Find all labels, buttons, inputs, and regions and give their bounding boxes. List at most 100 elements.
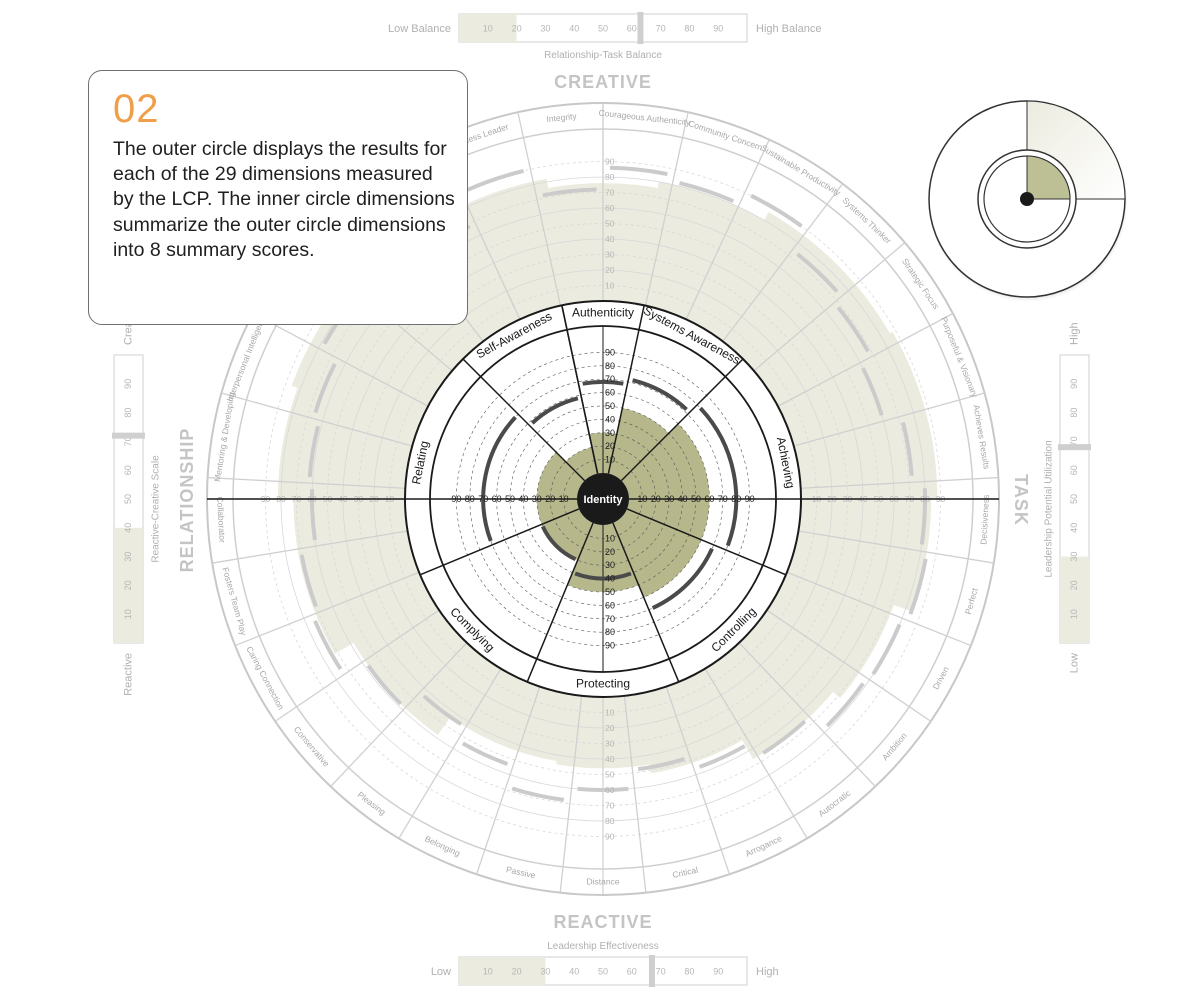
inner-score-mark [651, 547, 714, 610]
reactive-creative-bar-tick: 80 [123, 408, 133, 418]
outer-spoke [252, 312, 429, 407]
reactive-creative-bar-tick: 60 [123, 465, 133, 475]
potential-utilization-bar-marker [1058, 444, 1091, 451]
inner-scale-tick: 60 [605, 600, 615, 610]
inner-scale-tick: 10 [559, 494, 569, 504]
inner-score-fill [608, 408, 669, 481]
outer-dimension-label: Mentoring & Developing [212, 391, 237, 482]
outer-spoke [793, 392, 985, 447]
outer-score-mark [609, 165, 668, 176]
reactive-creative-bar-tick: 10 [123, 609, 133, 619]
outer-scale-tick: 80 [605, 172, 615, 182]
outer-score-mark [637, 756, 686, 772]
outer-score-mark [908, 558, 928, 615]
inner-scale-tick: 30 [605, 560, 615, 570]
inner-scale-tick: 90 [745, 494, 755, 504]
effectiveness-bar-tick: 60 [627, 967, 637, 977]
outer-spoke [221, 392, 413, 447]
outer-spoke [644, 112, 689, 306]
inner-scale-tick: 50 [605, 587, 615, 597]
outer-spoke [685, 139, 770, 320]
potential-utilization-bar-tick: 60 [1069, 465, 1079, 475]
inner-scale-tick: 80 [465, 494, 475, 504]
outer-spoke [798, 530, 994, 564]
outer-spoke [234, 571, 420, 647]
inner-scale-tick: 30 [605, 428, 615, 438]
balance-bar-tick: 90 [713, 24, 723, 34]
inner-scale-tick: 20 [651, 494, 661, 504]
inner-spoke [626, 508, 787, 576]
outer-score-mark [861, 367, 884, 416]
reactive-creative-bar-bottom-label: Reactive [122, 653, 134, 696]
inner-scale-tick: 10 [637, 494, 647, 504]
outer-spoke [777, 312, 954, 407]
outer-dimension-label: Critical [671, 865, 699, 880]
balance-bar-tick: 80 [684, 24, 694, 34]
outer-score-fill [774, 331, 938, 499]
balance-bar-marker [637, 12, 644, 44]
outer-score-fill [450, 661, 569, 762]
inner-scale-tick: 10 [605, 533, 615, 543]
outer-spoke [212, 530, 408, 564]
inner-scale-tick: 50 [505, 494, 515, 504]
outer-score-mark [366, 664, 403, 706]
outer-score-mark [762, 719, 807, 755]
effectiveness-bar-right-label: High [756, 966, 779, 978]
effectiveness-bar-tick: 40 [569, 967, 579, 977]
inner-scale-tick: 70 [605, 614, 615, 624]
effectiveness-bar-marker [648, 955, 655, 987]
outer-score-mark [836, 306, 870, 353]
reactive-creative-bar-tick: 90 [123, 379, 133, 389]
outer-dimension-label: Autocratic [816, 787, 853, 818]
balance-bar-tick: 70 [656, 24, 666, 34]
outer-scale-tick: 80 [605, 816, 615, 826]
outer-score-fill [702, 212, 890, 400]
outer-spoke [559, 695, 583, 893]
outer-scale-tick: 60 [605, 785, 615, 795]
outer-scale-tick: 60 [605, 203, 615, 213]
potential-utilization-bar-tick: 70 [1069, 436, 1079, 446]
outer-scale-tick: 30 [605, 250, 615, 260]
outer-score-mark [679, 181, 735, 203]
inner-scale-tick: 80 [605, 361, 615, 371]
outer-scale-tick: 20 [605, 723, 615, 733]
inner-spoke [462, 358, 586, 482]
balance-bar-tick: 40 [569, 24, 579, 34]
outer-score-mark [919, 488, 927, 545]
effectiveness-bar-tick: 90 [713, 967, 723, 977]
inner-spoke [419, 508, 580, 576]
inset-inner-sector [1026, 155, 1071, 200]
inner-scale-tick: 90 [605, 641, 615, 651]
inner-scale-tick: 10 [605, 455, 615, 465]
outer-dimension-label: Passive [505, 864, 536, 880]
inset-center-dot [1020, 192, 1034, 206]
inner-scale-tick: 40 [518, 494, 528, 504]
effectiveness-bar-left-label: Low [431, 966, 451, 978]
outer-dimension-label: Ambition [880, 730, 909, 762]
effectiveness-bar-tick: 30 [540, 967, 550, 977]
axis-label-task: TASK [1011, 474, 1031, 526]
reactive-creative-bar: 102030405060708090CreativeReactiveReacti… [112, 304, 162, 696]
inner-score-fill [565, 447, 598, 481]
outer-score-mark [461, 741, 509, 766]
outer-score-fill [637, 670, 743, 774]
effectiveness-bar-tick: 10 [483, 967, 493, 977]
inner-scale-tick: 80 [605, 627, 615, 637]
potential-utilization-bar-tick: 90 [1069, 379, 1079, 389]
potential-utilization-bar-tick: 30 [1069, 552, 1079, 562]
inner-score-mark [582, 379, 624, 386]
inset-diagram [928, 100, 1128, 302]
outer-scale-tick: 70 [605, 188, 615, 198]
outer-spoke [665, 686, 731, 875]
inner-score-mark [632, 378, 688, 411]
outer-dimension-label: Conservative [292, 724, 332, 768]
callout-number: 02 [113, 87, 160, 131]
outer-score-fill [293, 499, 432, 654]
outer-spoke [786, 571, 972, 647]
outer-spoke [475, 686, 541, 875]
callout-text: The outer circle displays the results fo… [113, 138, 455, 261]
outer-spoke [274, 609, 440, 722]
potential-utilization-bar-caption: Leadership Potential Utilization [1044, 440, 1055, 577]
